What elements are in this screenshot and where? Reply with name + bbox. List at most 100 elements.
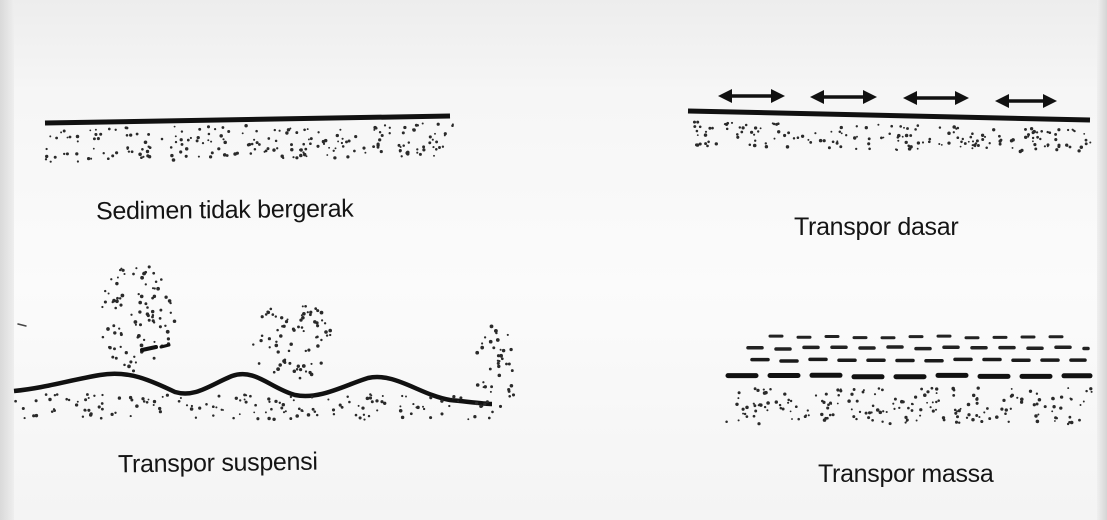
sediment-dot — [829, 414, 832, 417]
sediment-dot — [753, 134, 755, 136]
sediment-dot — [212, 414, 214, 416]
sediment-dot — [705, 131, 707, 133]
sediment-dot — [123, 364, 126, 367]
sediment-dot — [1036, 393, 1038, 395]
sediment-dot — [316, 309, 319, 312]
sediment-dot — [787, 131, 790, 134]
sediment-dot — [333, 413, 335, 415]
sediment-dot — [779, 404, 781, 406]
sediment-dot — [97, 137, 100, 140]
sediment-dot — [1080, 146, 1083, 149]
sediment-dot — [756, 389, 759, 392]
sediment-dot — [140, 276, 144, 280]
sediment-dot — [274, 129, 276, 131]
sediment-dot — [786, 145, 789, 148]
sediment-dot — [135, 324, 137, 326]
sediment-dot — [288, 350, 291, 353]
sediment-dot — [1089, 387, 1092, 390]
sediment-dot — [999, 143, 1002, 146]
sediment-dot — [1054, 138, 1057, 141]
sediment-dot — [495, 332, 497, 334]
sediment-dot — [144, 141, 148, 145]
sediment-dot — [920, 388, 923, 391]
sediment-dot — [191, 405, 193, 407]
sediment-dot — [382, 395, 384, 397]
sediment-dot — [339, 129, 341, 131]
sediment-dot — [245, 394, 247, 396]
sediment-dot — [435, 140, 438, 143]
sediment-dot — [146, 401, 149, 404]
sediment-dot — [480, 346, 484, 350]
sediment-dot — [1057, 128, 1060, 131]
sediment-dot — [423, 408, 425, 410]
sediment-dot — [335, 147, 337, 149]
sediment-dot — [324, 330, 328, 334]
sediment-dot — [121, 294, 125, 298]
sediment-dot — [932, 401, 934, 403]
sediment-dot — [104, 300, 107, 303]
sediment-dot — [384, 124, 386, 126]
sediment-dot — [855, 418, 857, 420]
sediment-dot — [268, 401, 270, 403]
sediment-dot — [135, 267, 137, 269]
sediment-dot — [795, 405, 798, 408]
sediment-dot — [315, 321, 318, 324]
sediment-dot — [135, 361, 137, 363]
sediment-dot — [128, 150, 130, 152]
sediment-dot — [935, 387, 938, 390]
sediment-dot — [985, 146, 988, 149]
sediment-dot — [976, 402, 979, 405]
sediment-dot — [132, 369, 135, 372]
sediment-dot — [738, 391, 741, 394]
mass-dots — [725, 386, 1092, 425]
label-suspension: Transpor suspensi — [118, 448, 318, 480]
sediment-dot — [198, 156, 200, 158]
sediment-dot — [738, 419, 740, 421]
sediment-dot — [93, 148, 95, 150]
sediment-dot — [55, 137, 58, 140]
sediment-dot — [978, 416, 980, 418]
sediment-dot — [173, 320, 177, 324]
sediment-dot — [958, 421, 960, 423]
sediment-dot — [815, 394, 817, 396]
sediment-dot — [1065, 143, 1068, 146]
sediment-dot — [1069, 146, 1072, 149]
sediment-dot — [984, 136, 986, 138]
sediment-dot — [916, 420, 918, 422]
sediment-dot — [773, 123, 776, 126]
sediment-dot — [307, 311, 309, 313]
sediment-dot — [851, 408, 853, 410]
sediment-dot — [24, 417, 26, 419]
sediment-dot — [155, 281, 158, 284]
sediment-dot — [320, 311, 324, 315]
sediment-dot — [179, 150, 182, 153]
sediment-dot — [953, 131, 955, 133]
sediment-dot — [308, 371, 311, 374]
sediment-dot — [968, 141, 970, 143]
sediment-dot — [295, 156, 298, 159]
sediment-dot — [218, 395, 221, 398]
sediment-dot — [892, 403, 894, 405]
sediment-dot — [853, 136, 856, 139]
sediment-dot — [166, 330, 170, 334]
sediment-dot — [135, 404, 139, 408]
sediment-dot — [783, 392, 786, 395]
sediment-dot — [247, 143, 250, 146]
sediment-dot — [937, 399, 940, 402]
sediment-dot — [35, 399, 38, 402]
sediment-dot — [837, 403, 839, 405]
sediment-dot — [235, 397, 238, 400]
sediment-dot — [492, 346, 495, 349]
label-stationary: Sedimen tidak bergerak — [96, 195, 354, 227]
sediment-dot — [696, 130, 699, 133]
sediment-dot — [114, 307, 117, 310]
sediment-dot — [279, 402, 281, 404]
sediment-dot — [429, 396, 432, 399]
sediment-dot — [839, 389, 842, 392]
sediment-dot — [428, 141, 431, 144]
sediment-dot — [832, 140, 835, 143]
sediment-dot — [271, 313, 274, 316]
sediment-dot — [837, 394, 840, 397]
sediment-dot — [512, 393, 515, 396]
sediment-dot — [49, 135, 51, 137]
